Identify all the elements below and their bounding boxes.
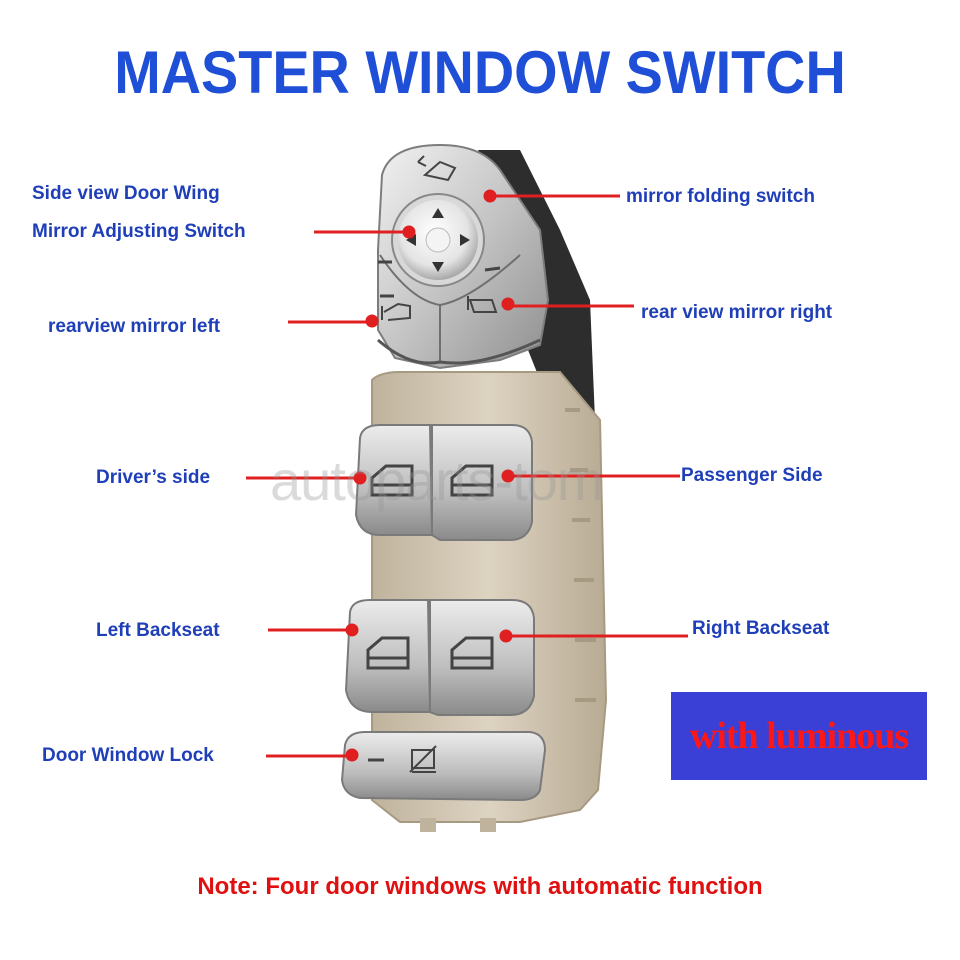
- label-right-backseat: Right Backseat: [692, 618, 830, 639]
- mirror-folding-icon[interactable]: [417, 155, 457, 182]
- label-mirror-folding: mirror folding switch: [626, 186, 815, 207]
- label-passenger-side: Passenger Side: [681, 465, 823, 486]
- label-left-backseat: Left Backseat: [96, 620, 220, 641]
- label-drivers-side: Driver’s side: [96, 467, 211, 488]
- label-rearview-right: rear view mirror right: [641, 302, 833, 323]
- page-title: MASTER WINDOW SWITCH: [114, 39, 846, 106]
- footer-note: Note: Four door windows with automatic f…: [197, 873, 763, 900]
- luminous-badge: with luminous: [671, 692, 927, 780]
- window-lock-button[interactable]: [340, 731, 547, 802]
- right-rear-window-switch[interactable]: [429, 599, 535, 716]
- label-side-view-line2: Mirror Adjusting Switch: [32, 221, 246, 242]
- mirror-adjust-knob[interactable]: [391, 193, 485, 287]
- window-icon: [370, 464, 414, 497]
- arrow-up-icon: [432, 208, 444, 218]
- passenger-window-switch[interactable]: [431, 424, 533, 541]
- arrow-left-icon: [406, 234, 416, 246]
- window-icon: [366, 636, 410, 670]
- mirror-right-select-icon[interactable]: [467, 296, 498, 313]
- window-lock-icon: [409, 745, 437, 773]
- mirror-left-select-icon[interactable]: [380, 294, 411, 321]
- window-icon: [450, 636, 494, 670]
- label-rearview-left: rearview mirror left: [48, 316, 221, 337]
- watermark: autoparts-tom: [270, 449, 603, 512]
- arrow-right-icon: [460, 234, 470, 246]
- window-icon: [450, 464, 494, 497]
- luminous-badge-text: with luminous: [689, 715, 909, 757]
- left-rear-window-switch[interactable]: [344, 599, 432, 713]
- label-door-window-lock: Door Window Lock: [42, 745, 214, 766]
- label-side-view-line1: Side view Door Wing: [32, 183, 220, 204]
- callout-pointers: [246, 189, 688, 762]
- arrow-down-icon: [432, 262, 444, 272]
